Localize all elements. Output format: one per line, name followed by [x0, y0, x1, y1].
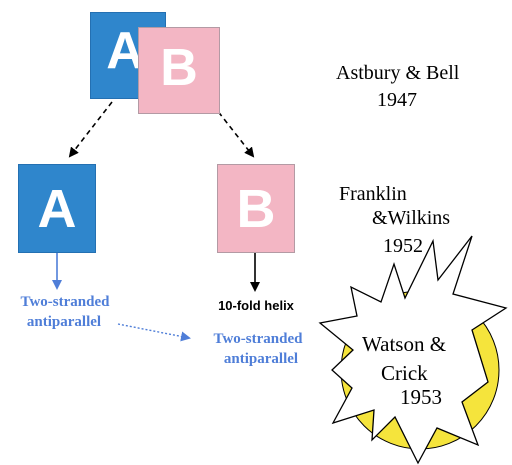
- form-b-description-line2: antiparallel: [223, 351, 299, 367]
- credit-year-1947: 1947: [377, 89, 417, 111]
- credit-wilkins: &Wilkins: [372, 207, 451, 229]
- credit-astbury-bell: Astbury & Bell: [336, 62, 460, 84]
- form-a-box: A: [18, 164, 96, 253]
- form-b-letter: B: [236, 178, 276, 239]
- form-a-description-line2: antiparallel: [26, 314, 102, 330]
- form-b-letter: B: [160, 38, 198, 97]
- watson-crick-burst: [318, 235, 508, 465]
- burst-crick: Crick: [381, 361, 428, 385]
- credit-franklin: Franklin: [339, 183, 407, 205]
- form-a-letter: A: [106, 21, 144, 80]
- burst-year-1953: 1953: [400, 385, 442, 409]
- form-a-letter: A: [37, 178, 77, 239]
- credit-year-1952: 1952: [383, 235, 423, 257]
- form-b-box-top: B: [138, 27, 220, 114]
- form-a-description-line1: Two-stranded: [20, 294, 110, 310]
- burst-watson: Watson &: [362, 332, 447, 356]
- form-b-helix-label: 10-fold helix: [218, 298, 294, 313]
- form-b-description-line1: Two-stranded: [213, 331, 303, 347]
- form-b-box: B: [217, 164, 295, 253]
- dotted-arrow-a-to-b: [117, 323, 191, 342]
- dashed-arrow-to-a: [68, 101, 113, 158]
